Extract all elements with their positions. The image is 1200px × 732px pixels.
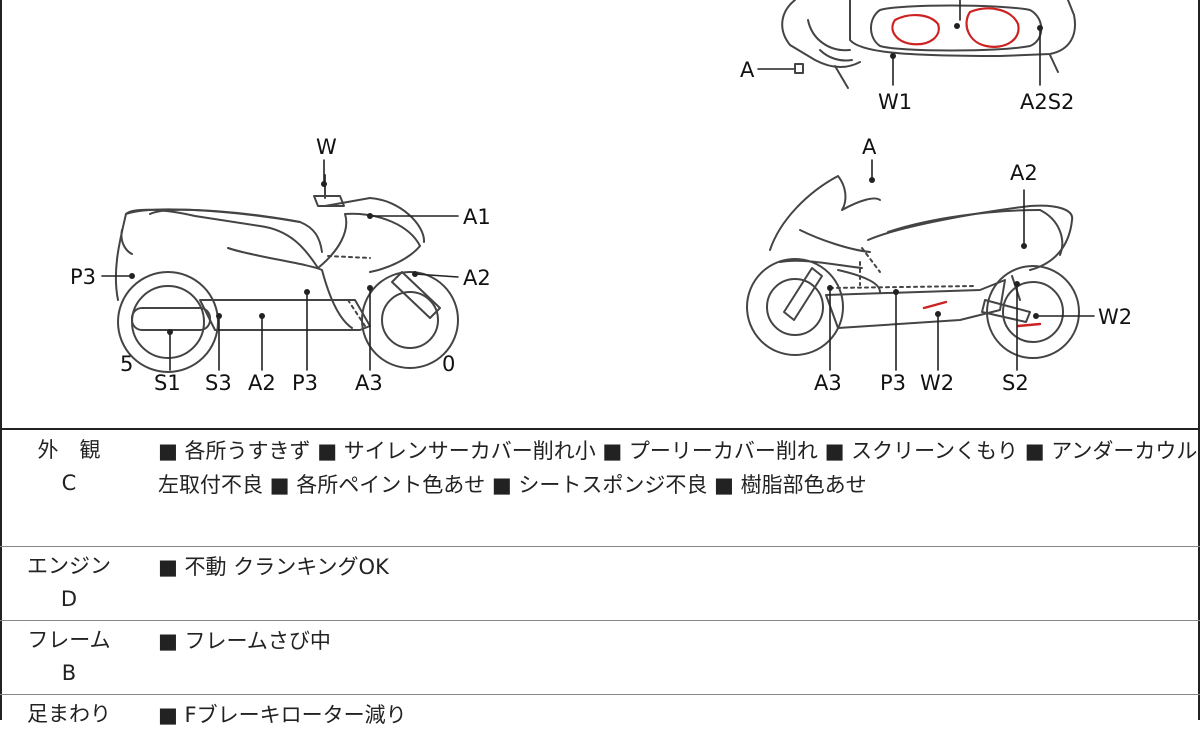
damage-outline xyxy=(891,14,940,46)
label-left-5: 5 xyxy=(120,352,133,376)
scooter-left-view xyxy=(101,159,459,373)
row-label-suspension: 足まわり xyxy=(0,698,138,731)
table-border-left xyxy=(0,0,2,720)
row-label-text: 足まわり xyxy=(27,702,111,726)
label-left-a2-bottom: A2 xyxy=(248,371,276,395)
label-right-a3: A3 xyxy=(814,371,842,395)
table-divider-top xyxy=(0,428,1200,430)
label-left-a2: A2 xyxy=(463,266,491,290)
label-right-s2: S2 xyxy=(1002,371,1029,395)
scooter-top-view xyxy=(757,0,1076,89)
row-label-engine: エンジン D xyxy=(0,550,138,616)
table-divider xyxy=(0,620,1200,621)
damage-outline xyxy=(965,7,1020,48)
row-condition-exterior: ■ 各所うすきず ■ サイレンサーカバー削れ小 ■ プーリーカバー削れ ■ スク… xyxy=(158,434,1198,502)
row-label-text: エンジン xyxy=(27,554,111,578)
row-label-text: フレーム xyxy=(27,628,111,652)
condition-line: ■ 各所うすきず ■ サイレンサーカバー削れ小 ■ プーリーカバー削れ ■ スク… xyxy=(158,439,1198,463)
label-left-0: 0 xyxy=(442,352,455,376)
scooter-diagram-svg: A W1 A2S2 xyxy=(70,0,1132,395)
row-grade: C xyxy=(61,471,77,495)
label-right-a: A xyxy=(862,135,877,159)
label-right-w2-side: W2 xyxy=(1098,305,1132,329)
vehicle-diagram: A W1 A2S2 xyxy=(70,0,1132,395)
label-left-p3-rear: P3 xyxy=(70,265,96,289)
label-right-a2: A2 xyxy=(1010,161,1038,185)
label-top-w1: W1 xyxy=(878,90,912,114)
label-left-s1: S1 xyxy=(154,371,181,395)
label-right-p3: P3 xyxy=(880,371,906,395)
label-left-s3: S3 xyxy=(205,371,232,395)
row-label-text: 外 観 xyxy=(37,438,101,462)
condition-line: ■ 不動 クランキングOK xyxy=(158,555,389,579)
row-condition-frame: ■ フレームさび中 xyxy=(158,624,1188,658)
label-left-a1: A1 xyxy=(463,205,491,229)
condition-line: 左取付不良 ■ 各所ペイント色あせ ■ シートスポンジ不良 ■ 樹脂部色あせ xyxy=(158,473,867,497)
label-left-a3: A3 xyxy=(355,371,383,395)
label-top-a2s2: A2S2 xyxy=(1020,90,1074,114)
row-condition-engine: ■ 不動 クランキングOK xyxy=(158,550,1188,584)
label-left-p3-bottom: P3 xyxy=(292,371,318,395)
label-left-w: W xyxy=(316,135,337,159)
scooter-right-view xyxy=(746,159,1095,371)
table-divider xyxy=(0,546,1200,547)
condition-line: ■ Fブレーキローター減り xyxy=(158,703,407,727)
row-grade: B xyxy=(61,661,77,685)
row-label-frame: フレーム B xyxy=(0,624,138,690)
row-condition-suspension: ■ Fブレーキローター減り xyxy=(158,698,1188,732)
table-border-right xyxy=(1198,0,1200,720)
table-divider xyxy=(0,694,1200,695)
label-top-a: A xyxy=(740,58,755,82)
row-grade: D xyxy=(60,587,78,611)
label-right-w2-bottom: W2 xyxy=(920,371,954,395)
condition-line: ■ フレームさび中 xyxy=(158,629,331,653)
row-label-exterior: 外 観 C xyxy=(0,434,138,500)
